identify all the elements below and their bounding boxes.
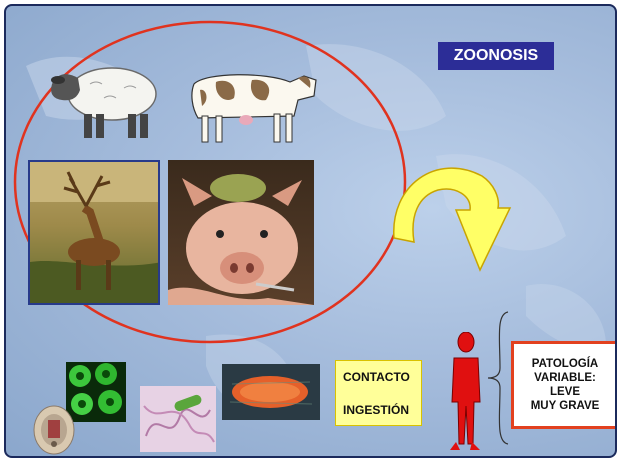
slide: ZOONOSIS [4,4,617,458]
pathology-line-2: VARIABLE: [514,371,616,385]
transmission-box: CONTACTO INGESTIÓN [335,360,422,426]
ingestion-label: INGESTIÓN [343,403,421,417]
pathology-line-3: LEVE [514,385,616,399]
parasite-micrograph [222,364,320,420]
deer-photo [28,160,160,305]
pathology-line-1: PATOLOGÍA [514,357,616,371]
cow-icon [186,60,321,150]
pathology-box: PATOLOGÍA VARIABLE: LEVE MUY GRAVE [511,341,617,429]
human-figure-icon [446,332,486,454]
pathology-line-4: MUY GRAVE [514,399,616,413]
curved-arrow-icon [386,146,516,276]
sheep-icon [44,58,164,148]
bacteria-micrograph [140,386,216,452]
pig-photo [168,160,314,305]
university-seal-icon [32,404,76,456]
contact-label: CONTACTO [343,370,421,384]
bracket-icon [486,310,512,446]
